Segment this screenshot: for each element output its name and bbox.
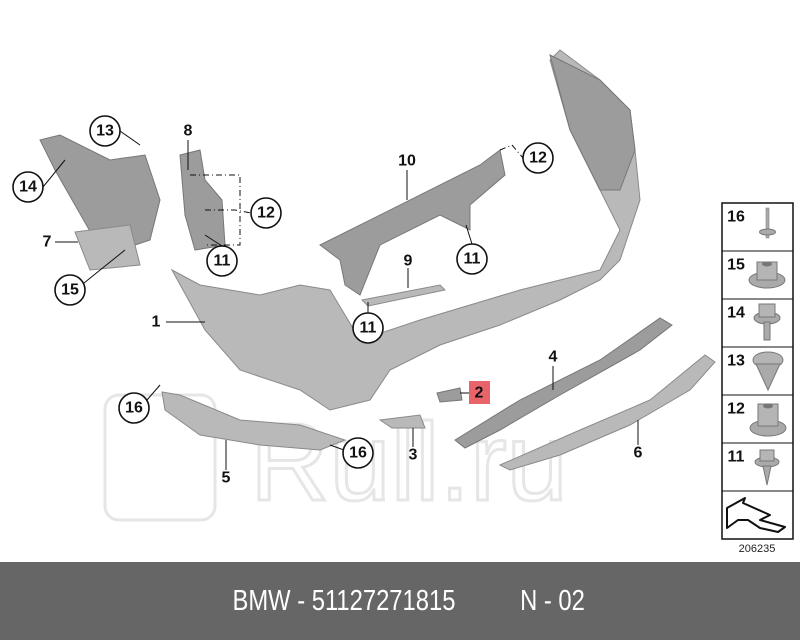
hex-screw-icon	[753, 303, 781, 341]
footer-bar: BMW - 51127271815 N - 02	[0, 562, 800, 640]
callout-3[interactable]: 3	[409, 447, 418, 464]
callout-8[interactable]: 8	[184, 123, 193, 140]
legend-number: 11	[728, 449, 745, 466]
legend-number: 15	[727, 257, 745, 274]
callout-1[interactable]: 1	[152, 314, 161, 331]
svg-text:15: 15	[61, 282, 79, 299]
callout-10[interactable]: 10	[398, 153, 416, 170]
position-text: N - 02	[520, 584, 586, 617]
trim-part-5[interactable]	[161, 391, 347, 451]
collar-nut-icon	[749, 403, 787, 437]
svg-text:12: 12	[257, 205, 275, 222]
bracket-part-13[interactable]	[39, 134, 161, 251]
legend-number: 16	[727, 209, 745, 226]
callout-14[interactable]: 14	[12, 171, 44, 203]
svg-text:11: 11	[214, 253, 231, 270]
fastener-legend: 16 15 14 13 12 11 206235	[721, 202, 794, 555]
svg-text:11: 11	[464, 251, 481, 268]
legend-number: 12	[727, 401, 745, 418]
clip-nut-icon	[752, 351, 784, 392]
svg-text:2: 2	[475, 385, 484, 402]
callout-4[interactable]: 4	[549, 349, 558, 366]
callout-13[interactable]: 13	[89, 115, 121, 147]
callout-11[interactable]: 11	[352, 312, 384, 344]
svg-text:13: 13	[96, 123, 114, 140]
trim-part-2[interactable]	[436, 387, 463, 403]
legend-number: 14	[727, 305, 745, 322]
svg-text:12: 12	[529, 150, 547, 167]
diagram-number: 206235	[739, 543, 776, 555]
callout-12[interactable]: 12	[522, 142, 554, 174]
callout-11[interactable]: 11	[456, 243, 488, 275]
svg-text:14: 14	[19, 179, 37, 196]
svg-text:11: 11	[360, 320, 377, 337]
bracket-part-9[interactable]	[360, 284, 447, 307]
diagram-canvas: Rull.ru 1	[12, 49, 794, 555]
callout-11[interactable]: 11	[206, 245, 238, 277]
bracket-part-7[interactable]	[74, 224, 141, 271]
callout-2-highlighted[interactable]: 2	[469, 381, 490, 404]
callout-16[interactable]: 16	[342, 437, 374, 469]
legend-number: 13	[727, 353, 745, 370]
svg-text:16: 16	[349, 445, 367, 462]
trim-part-3[interactable]	[378, 414, 426, 429]
bracket-part-8[interactable]	[179, 149, 226, 251]
callout-7[interactable]: 7	[43, 234, 52, 251]
bumper-side-panel	[549, 54, 636, 191]
rivet-icon	[759, 207, 776, 239]
diffuser-part-4[interactable]	[454, 317, 673, 449]
callout-6[interactable]: 6	[634, 445, 643, 462]
callout-15[interactable]: 15	[54, 274, 86, 306]
trim-part-6[interactable]	[498, 354, 716, 471]
leader-lines	[42, 130, 639, 470]
direction-arrow-icon	[726, 497, 786, 533]
carrier-part-10[interactable]	[319, 149, 506, 296]
callout-12[interactable]: 12	[250, 197, 282, 229]
callout-9[interactable]: 9	[404, 253, 413, 270]
callout-5[interactable]: 5	[222, 470, 231, 487]
flange-nut-icon	[748, 261, 786, 289]
hex-bolt-icon	[754, 449, 780, 486]
svg-text:16: 16	[125, 400, 143, 417]
callout-16[interactable]: 16	[118, 392, 150, 424]
part-number-text: BMW - 51127271815	[232, 584, 455, 617]
